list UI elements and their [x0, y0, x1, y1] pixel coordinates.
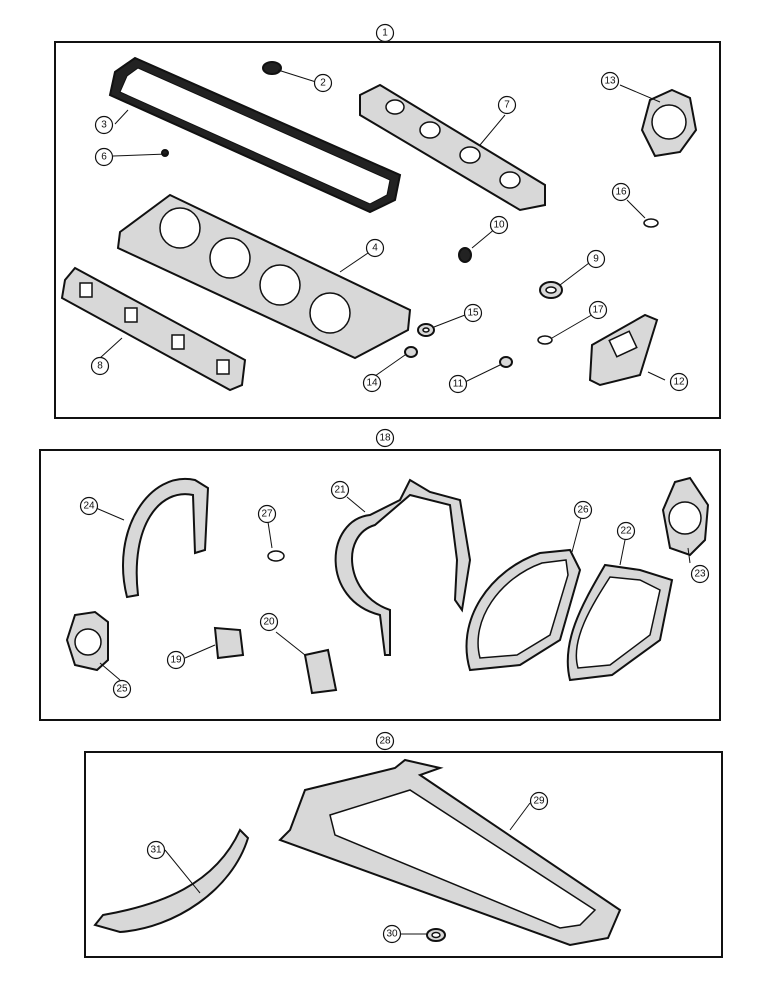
- part-6-plug: [161, 149, 169, 157]
- part-23-round-gasket: [661, 476, 710, 557]
- svg-text:25: 25: [116, 684, 128, 695]
- svg-text:26: 26: [577, 505, 589, 516]
- panel-28-leaders: [164, 802, 531, 935]
- svg-text:27: 27: [261, 509, 273, 520]
- part-4-cylinder-head-gasket: [116, 193, 412, 360]
- callout-12: 12: [669, 372, 689, 392]
- svg-text:29: 29: [533, 796, 545, 807]
- part-16-o-ring: [643, 218, 659, 228]
- svg-text:31: 31: [150, 845, 162, 856]
- part-17-o-ring: [537, 335, 553, 345]
- svg-text:4: 4: [372, 243, 378, 254]
- callout-3: 3: [94, 115, 114, 135]
- callout-25: 25: [112, 679, 132, 699]
- panel-1-leaders: [99, 69, 666, 383]
- part-25-flange-gasket: [65, 610, 109, 672]
- callout-22: 22: [616, 521, 636, 541]
- svg-text:3: 3: [101, 120, 107, 131]
- svg-text:2: 2: [320, 78, 326, 89]
- panel-18-leaders: [95, 496, 691, 681]
- part-20-cover-gasket: [303, 648, 338, 695]
- svg-text:9: 9: [593, 254, 599, 265]
- svg-text:13: 13: [604, 76, 616, 87]
- callout-6: 6: [94, 147, 114, 167]
- part-19-plate-gasket: [213, 626, 245, 660]
- svg-text:8: 8: [97, 361, 103, 372]
- svg-text:22: 22: [620, 526, 632, 537]
- callout-16: 16: [611, 182, 631, 202]
- svg-text:21: 21: [334, 485, 346, 496]
- part-27-o-ring: [267, 550, 285, 562]
- svg-text:7: 7: [504, 100, 510, 111]
- callout-20: 20: [259, 612, 279, 632]
- svg-text:12: 12: [673, 377, 685, 388]
- callout-31: 31: [146, 840, 166, 860]
- part-9-seal: [539, 281, 563, 299]
- svg-text:14: 14: [366, 378, 378, 389]
- part-10-plug: [458, 247, 472, 263]
- svg-text:19: 19: [170, 655, 182, 666]
- svg-text:20: 20: [263, 617, 275, 628]
- callout-10: 10: [489, 215, 509, 235]
- callout-4: 4: [365, 238, 385, 258]
- callout-30: 30: [382, 924, 402, 944]
- part-30-washer: [426, 928, 446, 942]
- svg-text:23: 23: [694, 569, 706, 580]
- callout-24: 24: [79, 496, 99, 516]
- svg-text:17: 17: [592, 305, 604, 316]
- callout-2: 2: [313, 73, 333, 93]
- callout-1: 1: [375, 23, 395, 43]
- callout-15: 15: [463, 303, 483, 323]
- part-31-rear-seal: [93, 828, 250, 934]
- svg-text:28: 28: [379, 736, 391, 747]
- callout-7: 7: [497, 95, 517, 115]
- callout-28: 28: [375, 731, 395, 751]
- part-7-exhaust-manifold-gasket: [359, 83, 546, 212]
- svg-text:6: 6: [101, 152, 107, 163]
- callout-21: 21: [330, 480, 350, 500]
- callout-29: 29: [529, 791, 549, 811]
- panel-1-frame: [54, 41, 721, 419]
- svg-text:11: 11: [453, 379, 464, 390]
- part-15-washer: [417, 323, 435, 337]
- part-8-intake-manifold-gasket: [60, 266, 247, 392]
- callout-8: 8: [90, 356, 110, 376]
- part-29-oil-pan-gasket: [278, 758, 622, 947]
- panel-18-frame: [39, 449, 721, 721]
- svg-text:30: 30: [386, 929, 398, 940]
- callout-19: 19: [166, 650, 186, 670]
- panel-28-frame: [84, 751, 723, 958]
- svg-text:1: 1: [382, 28, 388, 39]
- callout-13: 13: [600, 71, 620, 91]
- part-21-front-plate-gasket: [334, 478, 472, 656]
- part-14-washer: [404, 346, 418, 358]
- part-12-flange-gasket: [588, 313, 659, 387]
- part-11-washer: [499, 356, 513, 368]
- part-2-grommet: [262, 61, 282, 75]
- svg-text:24: 24: [83, 501, 95, 512]
- callout-26: 26: [573, 500, 593, 520]
- callout-14: 14: [362, 373, 382, 393]
- callout-17: 17: [588, 300, 608, 320]
- callout-23: 23: [690, 564, 710, 584]
- svg-text:10: 10: [493, 220, 505, 231]
- callout-18: 18: [375, 428, 395, 448]
- callout-11: 11: [448, 374, 468, 394]
- svg-text:18: 18: [379, 433, 391, 444]
- part-13-flange-gasket: [640, 88, 698, 158]
- svg-text:15: 15: [467, 308, 479, 319]
- svg-text:16: 16: [615, 187, 627, 198]
- part-24-timing-gasket: [122, 477, 210, 599]
- callout-9: 9: [586, 249, 606, 269]
- callout-27: 27: [257, 504, 277, 524]
